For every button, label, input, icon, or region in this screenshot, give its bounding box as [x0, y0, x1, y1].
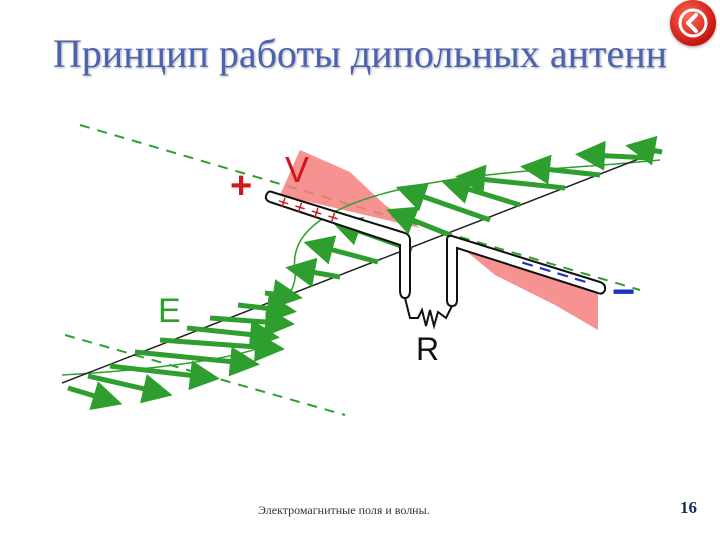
antenna-left-arm: [264, 190, 411, 300]
page-title: Принцип работы дипольных антенн: [52, 31, 668, 76]
label-v: V: [285, 149, 309, 190]
back-arrow-icon: [678, 8, 708, 38]
voltage-lobe-left: [280, 150, 420, 228]
voltage-lobe-right: [455, 242, 598, 330]
plus-sign: +: [230, 165, 252, 207]
label-r: R: [416, 331, 439, 367]
label-e: E: [158, 292, 181, 330]
antenna-right-arm: [446, 234, 607, 308]
page-number: 16: [680, 498, 697, 517]
e-field-arrows: [67, 279, 303, 411]
footer-caption: Электромагнитные поля и волны.: [258, 503, 430, 517]
back-button[interactable]: [670, 0, 716, 46]
resistor-symbol: [404, 297, 453, 330]
minus-sign: −: [612, 270, 635, 314]
